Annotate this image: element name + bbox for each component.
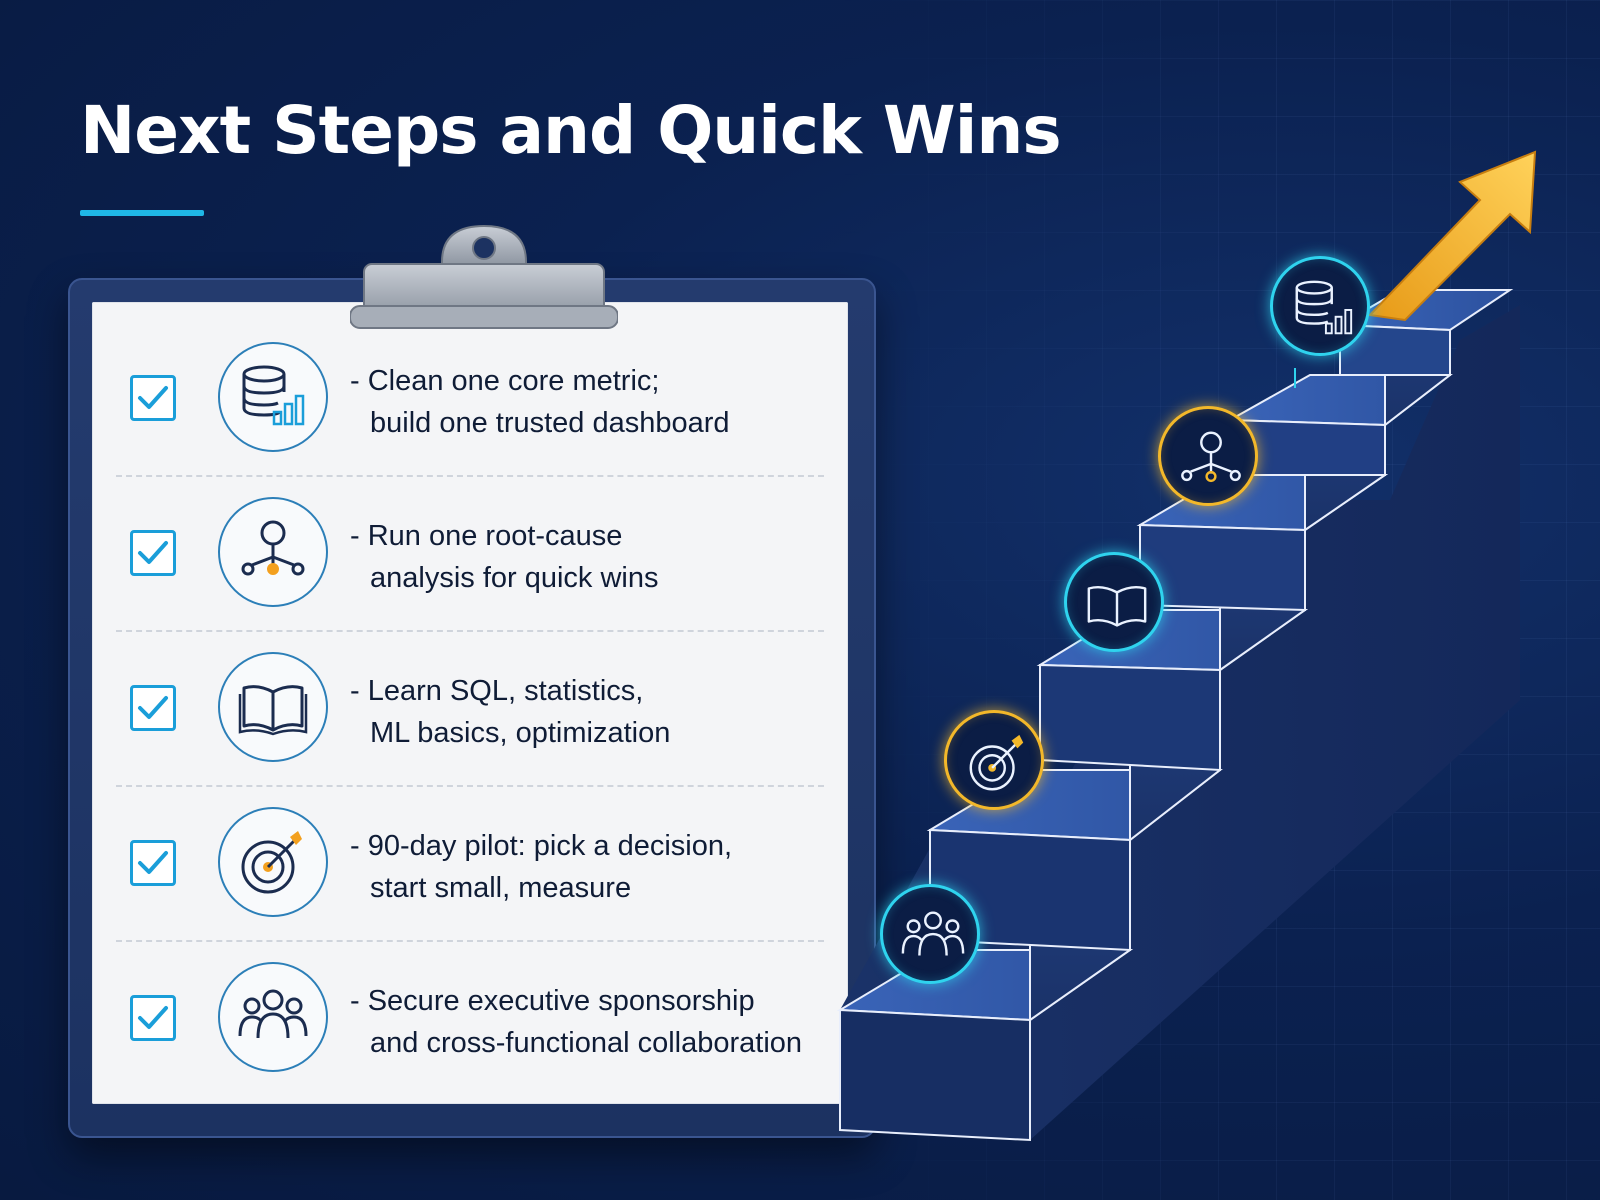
checklist-item: - Learn SQL, statistics, ML basics, opti… xyxy=(92,632,848,787)
target-arrow-icon xyxy=(241,831,302,894)
checklist-item: - Secure executive sponsorship and cross… xyxy=(92,942,848,1097)
item-text-line2: start small, measure xyxy=(370,872,632,904)
item-text-line1: - Run one root-cause xyxy=(350,520,623,552)
checkmark-icon xyxy=(138,851,168,874)
team-people-icon xyxy=(238,989,308,1039)
stair-front xyxy=(1139,523,1306,612)
checkbox-checked[interactable] xyxy=(130,530,176,576)
item-text-line1: - 90-day pilot: pick a decision, xyxy=(350,830,733,862)
database-chart-icon xyxy=(1295,280,1353,335)
checkmark-icon xyxy=(138,541,168,564)
open-book-icon xyxy=(1087,585,1147,627)
checkmark-icon xyxy=(138,696,168,719)
item-text-line1: - Learn SQL, statistics, xyxy=(350,675,644,707)
item-text-line1: - Clean one core metric; xyxy=(350,365,660,397)
open-book-icon xyxy=(238,685,308,736)
stair-node-network xyxy=(1158,406,1258,506)
item-text-line1: - Secure executive sponsorship xyxy=(350,985,755,1017)
item-text: - Secure executive sponsorship and cross… xyxy=(350,980,830,1064)
checklist-item: - Run one root-cause analysis for quick … xyxy=(92,477,848,632)
root-cause-network-icon xyxy=(241,520,305,576)
item-text-line2: analysis for quick wins xyxy=(370,562,659,594)
page-title: Next Steps and Quick Wins xyxy=(80,92,1062,169)
checkbox-checked[interactable] xyxy=(130,840,176,886)
item-text: - 90-day pilot: pick a decision, start s… xyxy=(350,825,830,909)
item-text: - Learn SQL, statistics, ML basics, opti… xyxy=(350,670,830,754)
clipboard-clip-icon xyxy=(350,224,618,329)
item-icon-badge xyxy=(218,497,328,607)
title-underline xyxy=(80,210,204,216)
item-divider xyxy=(116,940,824,942)
item-divider xyxy=(116,475,824,477)
item-icon-badge xyxy=(218,652,328,762)
checkmark-icon xyxy=(138,1006,168,1029)
checklist-item: - 90-day pilot: pick a decision, start s… xyxy=(92,787,848,942)
stair-front xyxy=(1039,663,1221,772)
stair-node-database xyxy=(1270,256,1370,356)
database-chart-icon xyxy=(242,365,305,426)
item-text: - Clean one core metric; build one trust… xyxy=(350,360,830,444)
item-text-line2: and cross-functional collaboration xyxy=(370,1027,803,1059)
stair-node-target xyxy=(944,710,1044,810)
item-text: - Run one root-cause analysis for quick … xyxy=(350,515,830,599)
checkmark-icon xyxy=(138,386,168,409)
item-icon-badge xyxy=(218,342,328,452)
stair-front xyxy=(1339,323,1451,376)
item-text-line2: ML basics, optimization xyxy=(370,717,671,749)
stair-node-book xyxy=(1064,552,1164,652)
checkbox-checked[interactable] xyxy=(130,995,176,1041)
checkbox-checked[interactable] xyxy=(130,685,176,731)
target-arrow-icon xyxy=(969,734,1024,791)
stair-node-team xyxy=(880,884,980,984)
checkbox-checked[interactable] xyxy=(130,375,176,421)
item-icon-badge xyxy=(218,807,328,917)
stair-front xyxy=(839,1008,1031,1142)
item-divider xyxy=(116,785,824,787)
checklist-item: - Clean one core metric; build one trust… xyxy=(92,322,848,477)
up-arrow-icon xyxy=(1367,150,1537,322)
team-people-icon xyxy=(901,911,965,956)
root-cause-network-icon xyxy=(1181,431,1241,483)
staircase-illustration xyxy=(836,150,1537,1142)
item-text-line2: build one trusted dashboard xyxy=(370,407,730,439)
item-divider xyxy=(116,630,824,632)
item-icon-badge xyxy=(218,962,328,1072)
